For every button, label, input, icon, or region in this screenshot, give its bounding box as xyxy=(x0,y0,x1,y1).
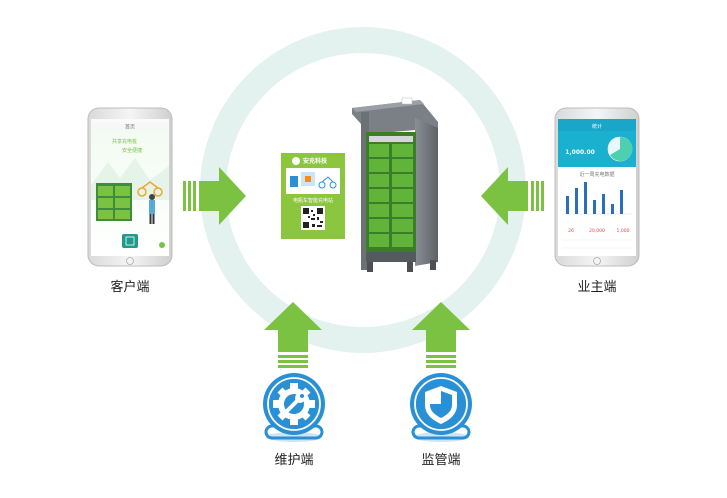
customer-to-center-arrow xyxy=(183,167,246,225)
maintenance-to-center-arrow xyxy=(264,302,322,368)
owner-phone: 统计 1,000.00 近一周充电数据 26 20,000 1,000 xyxy=(554,107,640,267)
customer-phone: 首页 共享充电桩 安全便捷 xyxy=(87,107,173,267)
qr-brand: 安充科技 xyxy=(303,157,328,165)
owner-stat-1: 26 xyxy=(568,228,574,234)
charging-cabinet xyxy=(352,97,438,272)
maintenance-label: 维护端 xyxy=(274,453,313,468)
owner-balance: 1,000.00 xyxy=(565,149,595,156)
owner-header-title: 统计 xyxy=(592,123,602,130)
owner-label: 业主端 xyxy=(577,280,616,295)
customer-slogan-line1: 共享充电桩 xyxy=(112,138,137,145)
owner-stat-2: 20,000 xyxy=(589,228,605,234)
owner-chart-title: 近一周充电数据 xyxy=(579,171,614,178)
supervision-label: 监管端 xyxy=(421,453,460,468)
qr-code-sign: 安充科技 电瓶车智能充电站 xyxy=(281,153,345,239)
customer-header-title: 首页 xyxy=(125,124,135,131)
supervision-to-center-arrow xyxy=(412,302,470,368)
gear-wrench-icon xyxy=(263,373,325,442)
customer-label: 客户端 xyxy=(110,279,149,295)
customer-slogan-line2: 安全便捷 xyxy=(122,147,142,154)
qr-slogan: 电瓶车智能充电站 xyxy=(293,197,333,204)
owner-to-center-arrow xyxy=(481,167,544,225)
owner-stat-3: 1,000 xyxy=(617,228,630,234)
shield-icon xyxy=(410,373,472,442)
